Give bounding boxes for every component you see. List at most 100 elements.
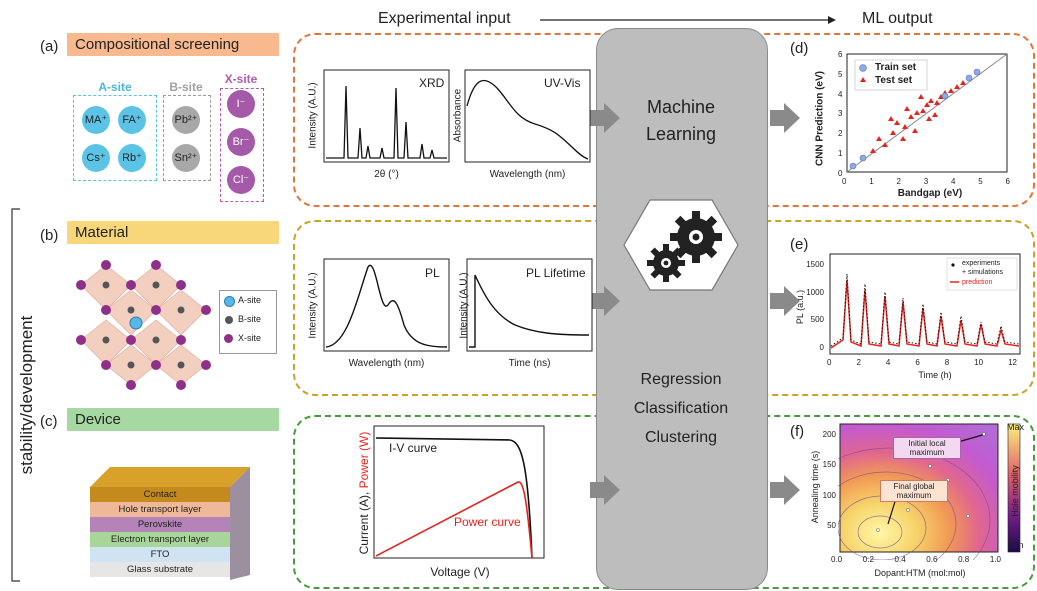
legend-a-site: A-site [238,295,262,305]
parity-xtick: 5 [978,177,983,186]
contour-ann2: Final global maximum [880,480,948,502]
ion-cl: Cl⁻ [227,166,255,194]
uvvis-title: UV-Vis [544,76,581,90]
contour-xtick: 0.6 [926,555,938,564]
ml-output-label: ML output [862,10,933,27]
parity-ytick: 2 [838,129,843,139]
pl-ts-xtick: 4 [885,358,891,367]
cbar-min: Min [1009,540,1024,550]
device-layers: Contact Hole transport layer Perovskite … [90,487,230,577]
parity-ytick: 1 [838,149,843,159]
pl-ts-legend-sim: + simulations [962,269,1004,276]
pl-ts-xtick: 12 [1008,358,1017,367]
iv-plot [373,425,545,559]
pl-ts-ytick: 1000 [806,287,824,297]
contour-xticks: 0.0 0.2 0.4 0.6 0.8 1.0 [831,555,1001,564]
x-site-box [220,88,264,202]
contour-xtick: 0.0 [831,555,843,564]
parity-legend-train: Train set [875,62,917,73]
panel-d-letter: (d) [790,40,809,57]
pl-lifetime-plot [466,258,593,352]
iv-ylabel-current: Current (A), [357,491,371,555]
parity-xtick: 1 [869,177,874,186]
ion-br: Br⁻ [227,128,255,156]
b-site-title: B-site [169,80,203,94]
xrd-title: XRD [419,76,445,90]
legend-a-site-dot [224,296,235,307]
experimental-input-label: Experimental input [378,10,511,27]
perovskite-crystal [76,260,211,390]
iv-ylabel: Current (A), Power (W) [357,413,371,573]
pl-ts-legend-pred: prediction [962,279,993,286]
ion-rb: Rb⁺ [118,144,146,172]
contour-ann2-line2: maximum [896,491,932,500]
power-curve-label: Power curve [454,515,521,529]
parity-xtick: 4 [951,177,956,186]
pl-ts-xtick: 2 [856,358,861,367]
contour-xlabel: Dopant:HTM (mol:mol) [874,568,966,578]
legend-b-site-dot [225,316,233,324]
parity-legend-test: Test set [875,75,913,86]
ion-cs: Cs⁺ [82,144,110,172]
cbar-label: Hole mobility [1010,465,1020,517]
parity-xticks: 0 1 2 3 4 5 6 [842,177,1010,186]
parity-xtick: 6 [1005,177,1010,186]
pl-title: PL [425,266,440,280]
contour-ytick: 150 [822,460,836,470]
pl-ts-ytick: 500 [810,315,824,325]
contour-xtick: 1.0 [989,555,1001,564]
pl-ts-xlabel: Time (h) [918,370,952,380]
pl-lifetime-title: PL Lifetime [526,266,586,280]
contour-xtick: 0.2 [862,555,874,564]
ml-line-2: Learning [645,124,717,144]
contour-ann1-line1: Initial local [908,439,946,448]
xrd-xlabel: 2θ (°) [374,169,399,180]
method-classification: Classification [633,400,729,417]
parity-ytick: 6 [838,50,843,59]
panel-b-title: Material [67,221,279,244]
parity-xtick: 2 [896,177,901,186]
panel-a-title: Compositional screening [67,33,279,56]
iv-ylabel-power: Power (W) [357,431,371,489]
panel-b-letter: (b) [40,227,59,244]
legend-x-site-dot [224,334,233,343]
method-clustering: Clustering [644,429,718,446]
pl-xlabel: Wavelength (nm) [348,358,425,369]
legend-b-site: B-site [238,314,262,324]
pl-lifetime-ylabel: Intensity (A.U.) [458,272,470,339]
iv-xlabel: Voltage (V) [430,565,490,579]
contour-xtick: 0.4 [894,555,906,564]
ion-fa: FA⁺ [118,106,146,134]
layer-fto: FTO [90,547,230,562]
parity-xtick: 0 [842,177,847,186]
layer-htl: Hole transport layer [90,502,230,517]
contour-ann2-line1: Final global [893,482,935,491]
cbar-max: Max [1007,422,1025,432]
contour-xtick: 0.8 [958,555,970,564]
pl-plot [323,258,450,352]
parity-ytick: 3 [838,109,843,119]
panel-f-letter: (f) [790,423,805,440]
ion-pb: Pb²⁺ [172,106,200,134]
a-site-box [73,95,157,181]
uvvis-ylabel: Absorbance [452,88,464,143]
header-arrow [540,16,836,24]
pl-ts-legend-exp: experiments [962,260,1001,267]
pl-ts-ytick: 1500 [806,260,824,269]
parity-ylabel: CNN Prediction (eV) [814,71,826,167]
ion-ma: MA⁺ [82,106,110,134]
ion-sn: Sn²⁺ [172,144,200,172]
pl-ts-xtick: 10 [974,358,984,367]
xrd-plot [323,69,450,163]
layer-perovskite: Perovskite [90,517,230,532]
pl-ts-xtick: 6 [915,358,920,367]
parity-xlabel: Bandgap (eV) [897,188,963,199]
uvvis-xlabel: Wavelength (nm) [489,169,566,180]
parity-xtick: 3 [923,177,929,186]
pl-timeseries-plot [829,253,1021,355]
parity-plot [846,53,1008,173]
parity-ytick: 4 [838,89,843,99]
layer-glass: Glass substrate [90,562,230,577]
